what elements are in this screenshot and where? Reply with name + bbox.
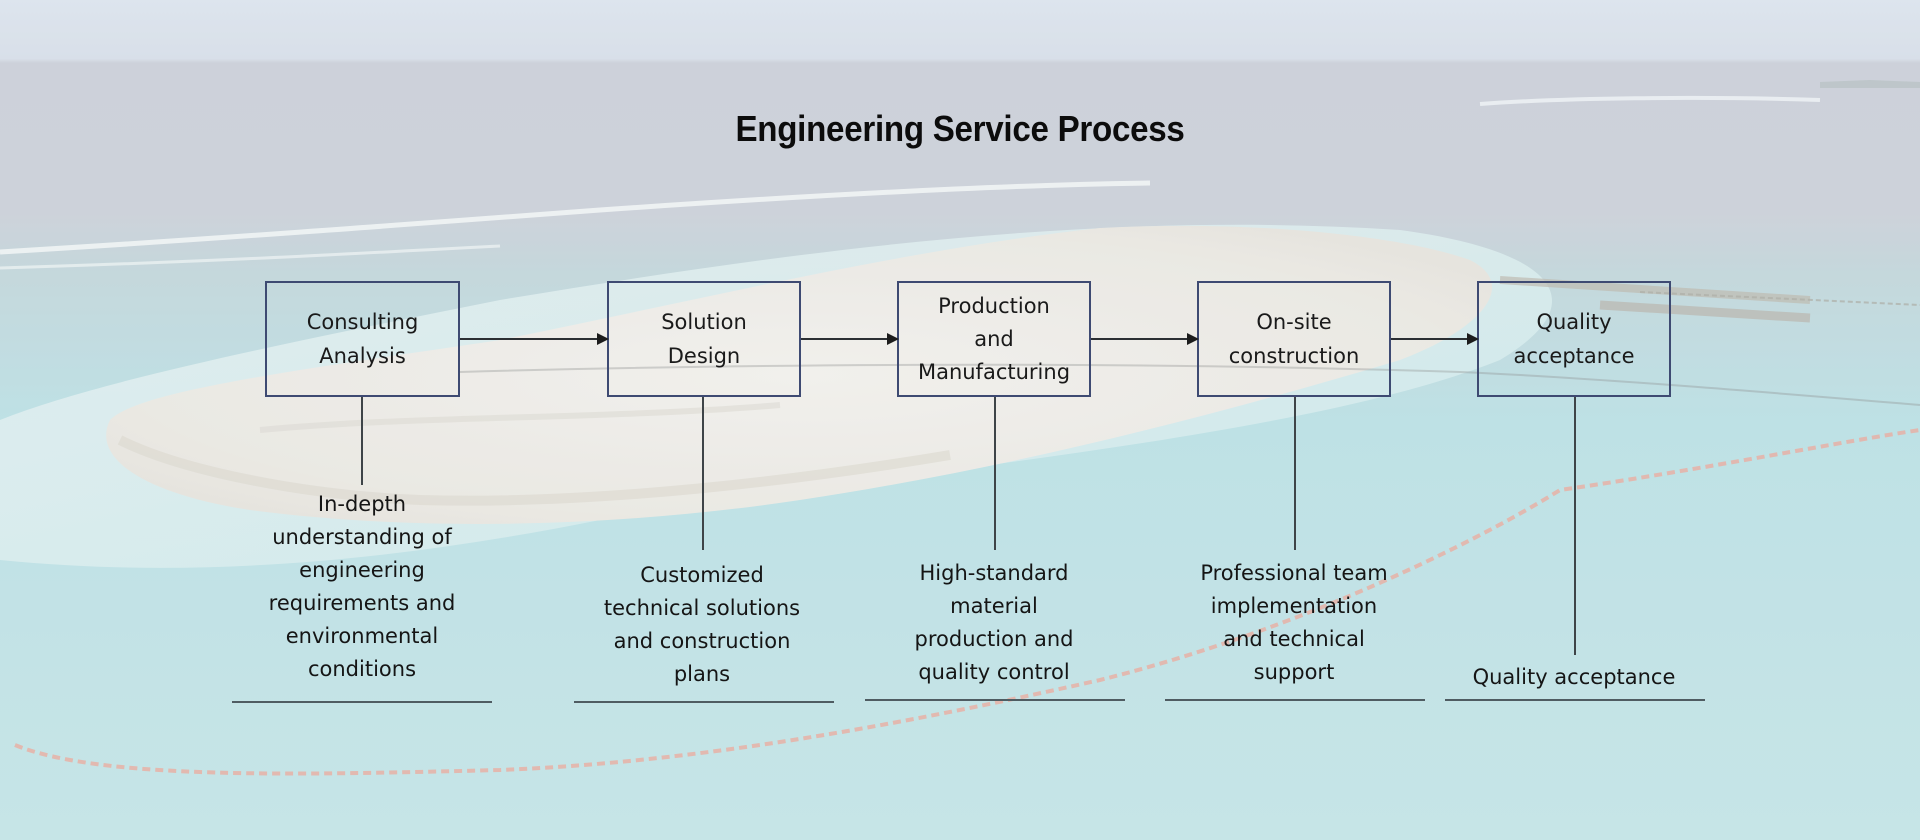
arrowhead-icon <box>1187 333 1199 345</box>
step-label-line: Production <box>938 293 1050 318</box>
description-line: Customized <box>640 563 764 587</box>
underline-2 <box>574 701 834 703</box>
connector-line-4 <box>1294 397 1296 550</box>
step-description-4: Professional team implementation and tec… <box>1159 557 1429 689</box>
underline-1 <box>232 701 492 703</box>
arrowhead-icon <box>887 333 899 345</box>
step-description-2: Customized technical solutions and const… <box>567 559 837 691</box>
description-line: Professional team <box>1200 561 1388 585</box>
description-line: and technical <box>1223 627 1365 651</box>
description-line: support <box>1253 660 1335 684</box>
step-label-line: Quality <box>1536 310 1612 334</box>
description-line: material <box>950 594 1038 618</box>
arrowhead-icon <box>1467 333 1479 345</box>
flow-arrow-3-4 <box>1091 333 1199 345</box>
arrowhead-icon <box>597 333 609 345</box>
step-description-3: High-standard material production and qu… <box>864 557 1124 689</box>
description-line: requirements and <box>268 591 456 615</box>
step-label-line: Manufacturing <box>917 359 1071 384</box>
flow-arrow-4-5 <box>1391 333 1479 345</box>
description-line: and construction <box>613 629 791 653</box>
page-title: Engineering Service Process <box>735 108 1185 149</box>
step-label-line: On-site <box>1256 310 1332 334</box>
description-line: High-standard <box>919 561 1069 585</box>
step-label-line: construction <box>1228 344 1360 368</box>
step-description-1: In-depth understanding of engineering re… <box>232 488 492 686</box>
flow-arrow-2-3 <box>801 333 899 345</box>
step-label-line: Analysis <box>319 344 406 368</box>
description-line: plans <box>673 662 731 686</box>
dredge-boom-line <box>14 428 1920 776</box>
description-line: conditions <box>307 657 417 681</box>
step-description-5: Quality acceptance <box>1434 661 1714 694</box>
description-line: implementation <box>1210 594 1378 618</box>
description-line: quality control <box>918 660 1070 684</box>
step-label-line: Design <box>667 344 741 368</box>
description-line: production and <box>914 627 1074 651</box>
horizon-island <box>1820 80 1920 88</box>
connector-line-5 <box>1574 397 1576 655</box>
underline-3 <box>865 699 1125 701</box>
description-line: environmental <box>285 624 439 648</box>
description-line: engineering <box>299 558 425 582</box>
step-box-quality-acceptance: Quality acceptance <box>1477 281 1671 397</box>
flow-arrow-1-2 <box>460 333 609 345</box>
underline-4 <box>1165 699 1425 701</box>
description-line: In-depth <box>317 492 407 516</box>
connector-line-2 <box>702 397 704 550</box>
connector-line-3 <box>994 397 996 550</box>
step-label-line: Solution <box>661 310 747 334</box>
step-box-on-site-construction: On-site construction <box>1197 281 1391 397</box>
connector-line-1 <box>361 397 363 485</box>
description-line: understanding of <box>272 525 452 549</box>
step-label-line: Consulting <box>306 310 419 334</box>
step-label-line: acceptance <box>1513 344 1635 368</box>
description-line: technical solutions <box>603 596 801 620</box>
description-line: Quality acceptance <box>1472 665 1676 689</box>
step-label-line: and <box>974 326 1014 351</box>
underline-5 <box>1445 699 1705 701</box>
